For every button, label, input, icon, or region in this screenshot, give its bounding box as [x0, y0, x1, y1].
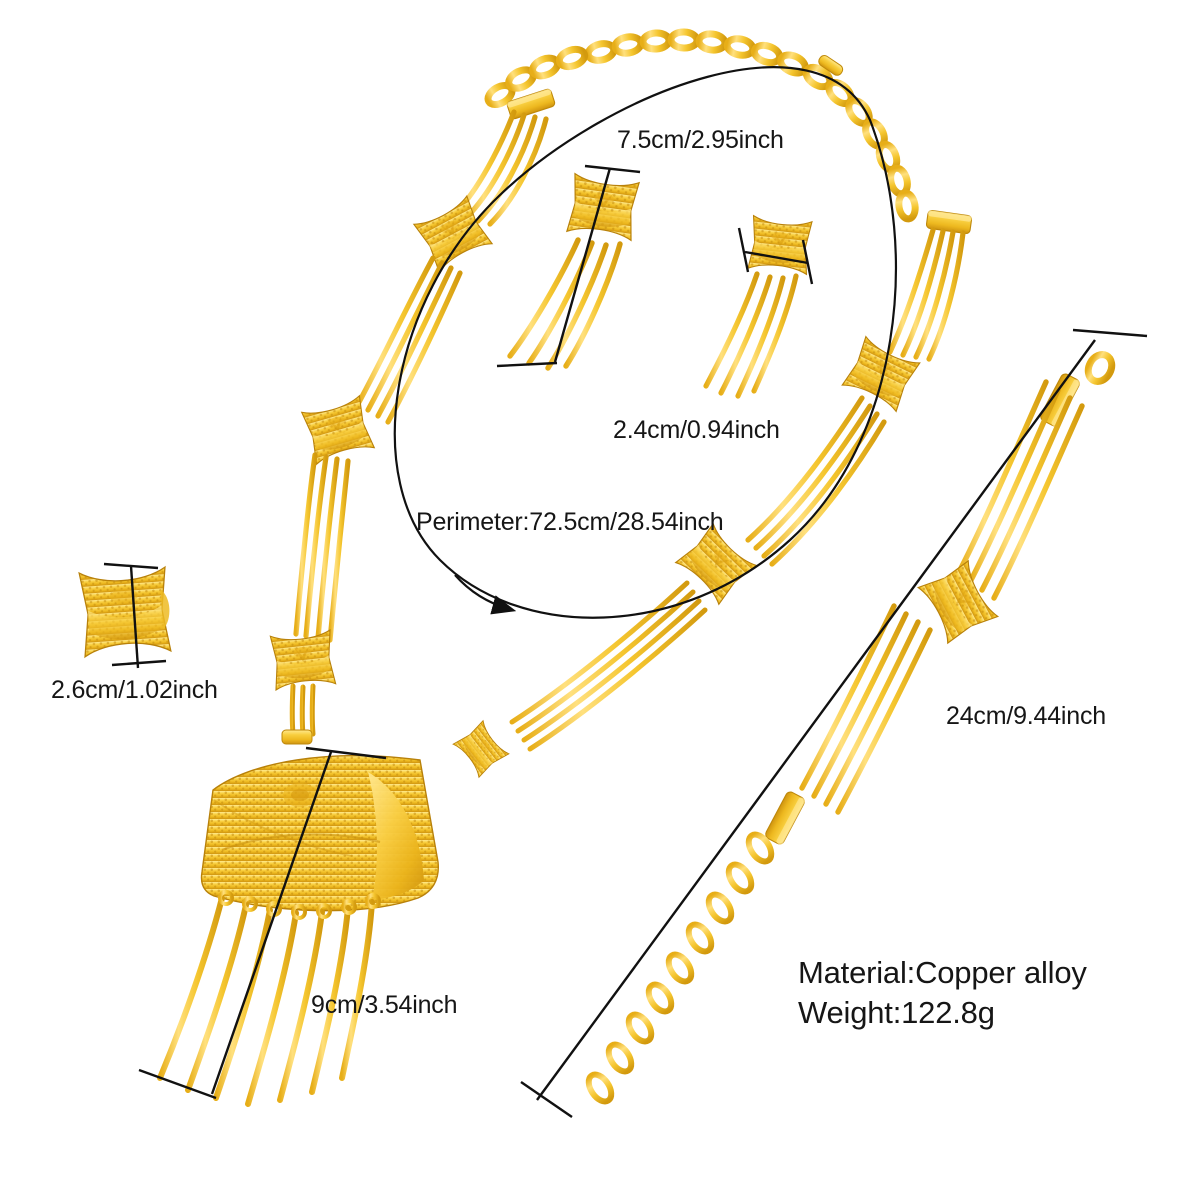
pendant-bail-icon — [281, 729, 313, 745]
measure-line-icon — [103, 66, 1148, 1118]
bowtie-ornament — [269, 629, 337, 691]
annotation-earring-length: 7.5cm/2.95inch — [617, 126, 784, 154]
arrowhead-icon — [454, 574, 517, 615]
spec-weight: Weight:122.8g — [798, 995, 995, 1031]
necklace-icon — [157, 28, 973, 1107]
annotation-earring-width: 2.4cm/0.94inch — [613, 416, 780, 444]
necklace-pendant-icon — [200, 755, 439, 912]
pendant-tassel-icon — [157, 895, 375, 1107]
bowtie-ornament — [301, 395, 375, 465]
perimeter-ellipse-icon — [393, 66, 897, 619]
spec-material: Material:Copper alloy — [798, 955, 1087, 990]
ring-icon — [78, 565, 172, 659]
annotation-bracelet-length: 24cm/9.44inch — [946, 702, 1106, 730]
bracelet-clasp-icon — [1084, 351, 1116, 385]
bracelet-icon: challenge — [585, 351, 1116, 1105]
annotation-pendant-length: 9cm/3.54inch — [311, 991, 458, 1019]
earring-left-icon — [507, 173, 640, 371]
bowtie-ornament — [413, 195, 493, 273]
necklace-clasp-icon — [818, 55, 844, 76]
product-spec-block: Material:Copper alloy Weight:122.8g — [798, 953, 1087, 1034]
annotation-necklace-perimeter: Perimeter:72.5cm/28.54inch — [416, 508, 724, 536]
bowtie-ornament — [452, 720, 510, 778]
annotation-ring-size: 2.6cm/1.02inch — [51, 676, 218, 704]
earring-right-icon — [703, 215, 813, 399]
